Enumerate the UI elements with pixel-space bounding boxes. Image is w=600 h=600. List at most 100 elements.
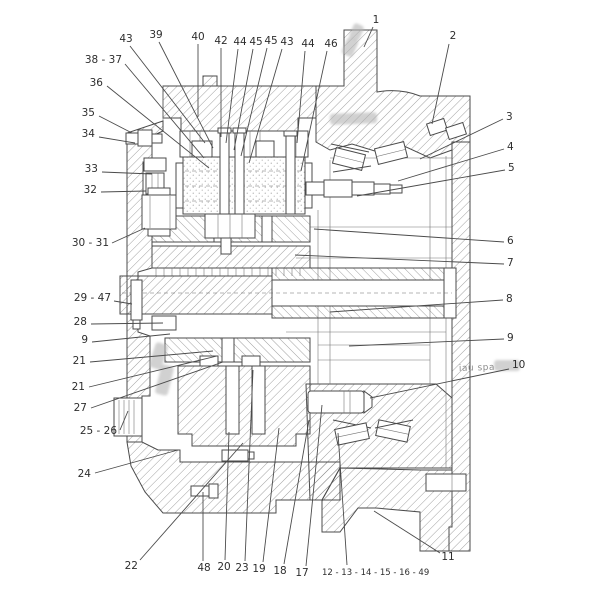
callout-label-4: 4 <box>507 141 514 153</box>
callout-label-21: 21 <box>72 381 85 393</box>
leader-line-44 <box>296 50 306 144</box>
leader-line-8 <box>329 299 504 313</box>
callout-label-34: 34 <box>82 128 96 140</box>
leader-line-45 <box>233 48 254 151</box>
callout-label-19: 19 <box>252 563 265 575</box>
callout-label-9: 9 <box>81 334 88 346</box>
callout-label-10: 10 <box>512 359 525 371</box>
planet-carrier <box>177 365 311 447</box>
callout-label-5: 5 <box>508 162 515 174</box>
smudge-mark <box>341 37 359 57</box>
leader-line-25-26 <box>119 410 129 431</box>
leader-line-11 <box>373 510 441 554</box>
housing-and-parts <box>113 29 471 552</box>
callout-label-20: 20 <box>217 561 230 573</box>
callout-label-24: 24 <box>78 468 92 480</box>
callout-label-12-13-14-15-16-49: 12 - 13 - 14 - 15 - 16 - 49 <box>322 568 429 578</box>
callout-label-45: 45 <box>264 35 277 47</box>
leader-line-5 <box>356 169 506 197</box>
leader-line-24 <box>94 449 179 474</box>
block-30-31 <box>141 194 177 230</box>
leader-line-38-37 <box>124 63 205 159</box>
callout-label-44: 44 <box>233 36 247 48</box>
smudge-mark <box>349 23 364 41</box>
housing-top-right <box>315 29 471 159</box>
leader-line-43 <box>248 48 283 164</box>
leader-line-10 <box>369 368 510 399</box>
smudge-marks <box>149 23 520 396</box>
housing-base <box>126 441 341 514</box>
callout-label-42: 42 <box>214 35 227 47</box>
callout-label-6: 6 <box>507 235 514 247</box>
stud-bolt <box>219 131 230 217</box>
callout-label-25-26: 25 - 26 <box>80 425 118 437</box>
top-cover-plate <box>162 85 317 132</box>
callout-label-9: 9 <box>507 332 514 344</box>
small-bearing-top-right <box>425 117 468 141</box>
callout-label-32: 32 <box>84 184 97 196</box>
callout-label-30-31: 30 - 31 <box>72 237 109 249</box>
lower-gear-band <box>164 337 311 363</box>
top-cover-boss <box>202 75 218 87</box>
callout-label-28: 28 <box>74 316 87 328</box>
leader-line-21 <box>89 350 214 363</box>
stud-bolt <box>234 131 245 217</box>
callout-label-2: 2 <box>450 30 457 42</box>
dowel-pin <box>307 390 373 414</box>
smudge-mark <box>329 112 378 125</box>
leader-line-39 <box>158 41 214 149</box>
smudge-mark <box>155 364 174 396</box>
rings-25-26 <box>113 397 143 437</box>
sleeve-top-wall <box>271 267 453 281</box>
leader-line-34 <box>98 136 136 144</box>
leader-line-2 <box>431 43 450 125</box>
callout-label-43: 43 <box>280 36 293 48</box>
leader-line-7 <box>294 254 505 265</box>
leader-line-21 <box>88 355 218 388</box>
leader-line-18 <box>283 419 310 565</box>
callout-label-48: 48 <box>197 562 210 574</box>
watermark-text: iau spa <box>459 363 495 374</box>
leader-line-32 <box>100 190 147 193</box>
leader-line-9 <box>91 333 171 343</box>
callout-label-3: 3 <box>506 111 513 123</box>
callout-label-40: 40 <box>191 31 204 43</box>
leader-line-23 <box>244 369 254 562</box>
callout-label-7: 7 <box>507 257 514 269</box>
leader-line-35 <box>98 115 133 134</box>
left-parts <box>113 129 255 499</box>
upper-bearing <box>330 141 409 173</box>
leader-line-30-31 <box>111 227 146 244</box>
leader-line-19 <box>262 427 280 563</box>
leader-line-1 <box>363 26 374 48</box>
callout-label-46: 46 <box>324 38 338 50</box>
leader-line-36 <box>106 85 210 169</box>
lower-bearing <box>332 419 414 446</box>
callout-label-35: 35 <box>82 107 95 119</box>
callout-label-36: 36 <box>90 77 104 89</box>
callout-label-27: 27 <box>74 402 87 414</box>
leader-line-4 <box>397 148 505 182</box>
lock-nut <box>191 140 213 158</box>
seal-33 <box>143 157 167 172</box>
leader-line-45 <box>240 47 268 157</box>
plug-bolt <box>425 473 467 492</box>
leader-line-28 <box>90 322 164 325</box>
sleeve-bottom-wall <box>271 305 453 319</box>
callout-label-17: 17 <box>295 567 308 579</box>
stud-bolt <box>285 134 296 215</box>
callout-label-11: 11 <box>441 551 454 563</box>
leader-line-46 <box>300 50 328 172</box>
leader-line-43 <box>129 45 206 144</box>
callout-label-33: 33 <box>85 163 98 175</box>
callout-label-22: 22 <box>125 560 138 572</box>
leader-line-3 <box>419 118 504 160</box>
center-shaft <box>119 275 273 315</box>
callout-label-45: 45 <box>249 36 262 48</box>
leader-line-12-13-14-15-16-49 <box>337 432 348 566</box>
callout-label-1: 1 <box>373 14 380 26</box>
leader-line-44 <box>225 48 239 144</box>
callout-label-38-37: 38 - 37 <box>85 54 122 66</box>
